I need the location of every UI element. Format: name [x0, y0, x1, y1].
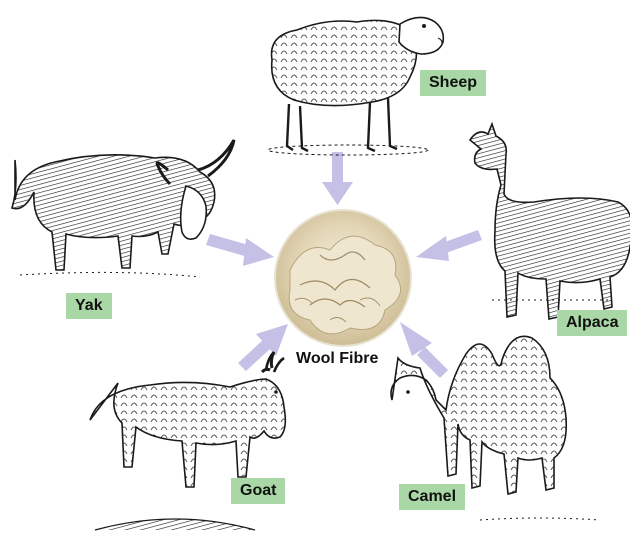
yak-illustration	[12, 140, 234, 277]
wool-fibre-image	[275, 210, 411, 346]
arrow-sheep-to-wool	[322, 152, 353, 205]
arrow-goat-to-wool	[238, 324, 288, 371]
label-camel: Camel	[399, 484, 465, 510]
sheep-illustration	[268, 17, 443, 155]
label-sheep: Sheep	[420, 70, 486, 96]
arrow-alpaca-to-wool	[416, 230, 482, 261]
arrow-yak-to-wool	[206, 234, 274, 266]
label-alpaca: Alpaca	[557, 310, 627, 336]
label-yak: Yak	[66, 293, 112, 319]
label-wool-fibre: Wool Fibre	[296, 350, 378, 368]
label-goat: Goat	[231, 478, 285, 504]
alpaca-illustration	[470, 124, 630, 319]
